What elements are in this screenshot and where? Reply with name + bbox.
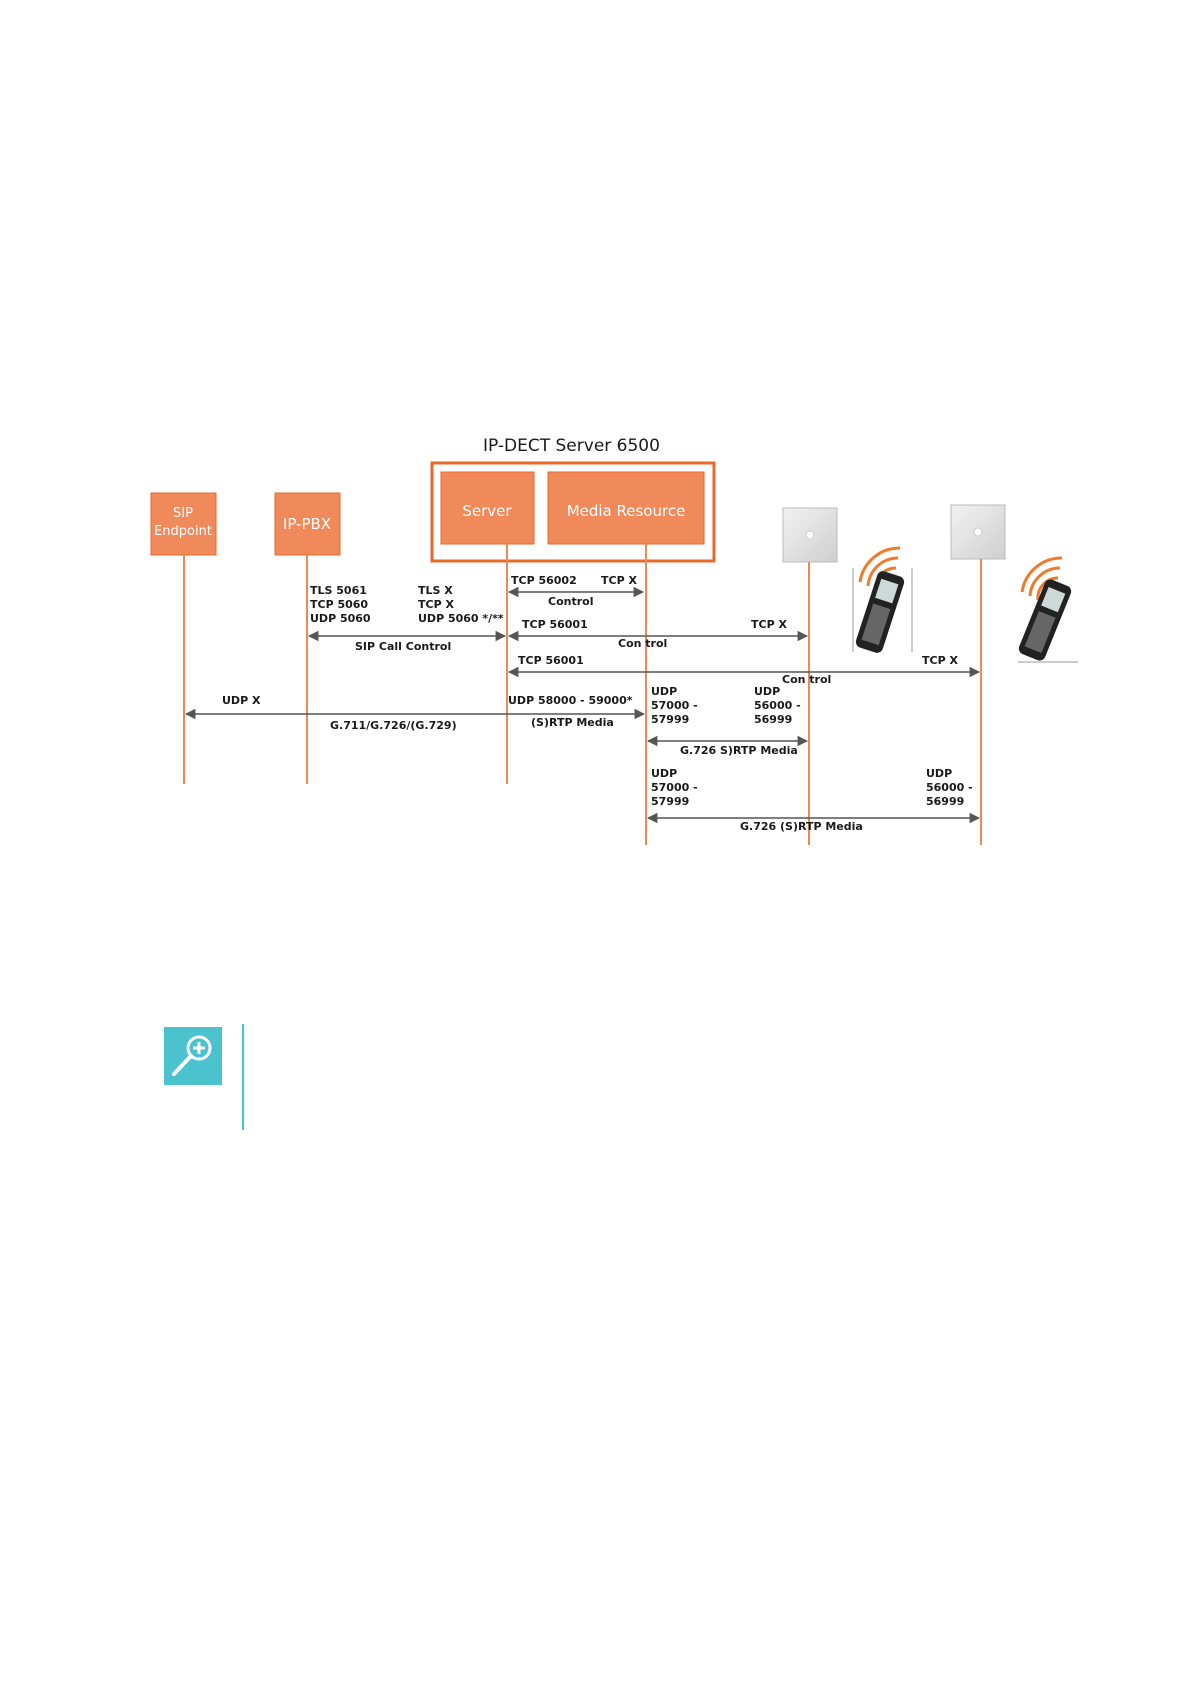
label-udp-5060-star: UDP 5060 */**: [418, 612, 504, 625]
label-tcp-56002: TCP 56002: [511, 574, 577, 587]
diagram-title: IP-DECT Server 6500: [483, 436, 660, 456]
label-udp-c: UDP: [651, 767, 677, 780]
access-point-2: [950, 504, 1006, 560]
label-range-57000-a: 57000 -: [651, 699, 698, 712]
label-tcp-x-4: TCP X: [922, 654, 958, 667]
label-codecs: G.711/G.726/(G.729): [330, 719, 457, 732]
handset-1-icon: [852, 546, 913, 653]
label-tcp-5060: TCP 5060: [310, 598, 368, 611]
label-tcp-x-2: TCP X: [601, 574, 637, 587]
node-sip-endpoint: SIP Endpoint: [150, 492, 217, 556]
label-g726-a: G.726 S)RTP Media: [680, 744, 798, 757]
label-range-57000-b: 57000 -: [651, 781, 698, 794]
label-udp-5060: UDP 5060: [310, 612, 371, 625]
label-control-3: Con trol: [782, 673, 831, 686]
label-range-56000-a: 56000 -: [754, 699, 801, 712]
label-tcp-56001-a: TCP 56001: [522, 618, 588, 631]
lifelines: [183, 544, 982, 845]
server-label: Server: [462, 502, 512, 520]
label-tcp-x-3: TCP X: [751, 618, 787, 631]
label-tcp-x-1: TCP X: [418, 598, 454, 611]
node-server: Server: [440, 471, 535, 545]
label-udp-b: UDP: [754, 685, 780, 698]
ip-pbx-label: IP-PBX: [283, 515, 331, 533]
server-enclosure: [430, 461, 716, 563]
label-sip-call-control: SIP Call Control: [355, 640, 451, 653]
sip-endpoint-label-1: SIP: [173, 506, 193, 521]
labels: TLS 5061 TCP 5060 UDP 5060 TLS X TCP X U…: [222, 574, 973, 833]
label-tls-x: TLS X: [418, 584, 453, 597]
label-tls-5061: TLS 5061: [310, 584, 367, 597]
handset-2-icon: [1018, 556, 1078, 663]
label-control-1: Control: [548, 595, 593, 608]
label-range-56000-b: 56000 -: [926, 781, 973, 794]
media-resource-label: Media Resource: [567, 502, 686, 520]
label-udp-x: UDP X: [222, 694, 261, 707]
label-tcp-56001-b: TCP 56001: [518, 654, 584, 667]
node-media-resource: Media Resource: [547, 471, 705, 545]
label-srtp-media: (S)RTP Media: [531, 716, 614, 729]
label-g726-b: G.726 (S)RTP Media: [740, 820, 863, 833]
label-udp-a: UDP: [651, 685, 677, 698]
label-control-2: Con trol: [618, 637, 667, 650]
access-point-1: [782, 507, 838, 563]
label-range-57999-b: 57999: [651, 795, 689, 808]
zoom-in-icon: [164, 1027, 222, 1085]
arrows: [184, 586, 981, 824]
label-range-56999-a: 56999: [754, 713, 792, 726]
node-ip-pbx: IP-PBX: [274, 492, 341, 556]
note-accent-bar: [242, 1024, 244, 1130]
label-range-56999-b: 56999: [926, 795, 964, 808]
label-udp-d: UDP: [926, 767, 952, 780]
sip-endpoint-label-2: Endpoint: [154, 524, 212, 539]
label-range-57999-a: 57999: [651, 713, 689, 726]
label-udp-58000: UDP 58000 - 59000*: [508, 694, 633, 707]
